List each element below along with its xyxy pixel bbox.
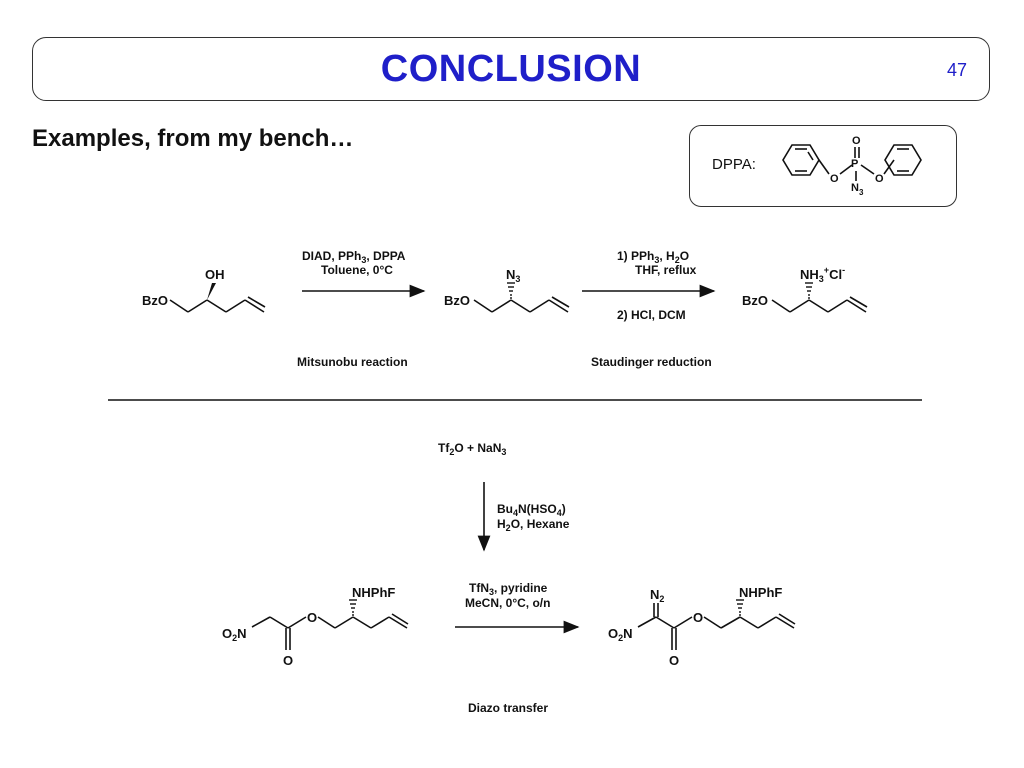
staudinger-conditions: THF, reflux: [635, 263, 697, 277]
diazo-reagents: TfN3, pyridine: [469, 581, 548, 597]
staudinger-step2: 2) HCl, DCM: [617, 308, 686, 322]
mol5-diazo: N2: [650, 587, 664, 604]
mol2-structure: BzO N3: [444, 267, 570, 313]
staudinger-step1: 1) PPh3, H2O: [617, 249, 689, 265]
mol3-structure: BzO NH3+Cl-: [742, 265, 868, 313]
mol5-carbonyl-O: O: [669, 653, 679, 668]
mol5-ester-O: O: [693, 610, 703, 625]
vstep-line2: H2O, Hexane: [497, 517, 570, 533]
mol5-structure: N2 O2N O O NHPhF: [608, 585, 796, 668]
vstep-line1: Bu4N(HSO4): [497, 502, 566, 518]
dppa-label: DPPA:: [712, 156, 756, 173]
slide-title: CONCLUSION: [380, 48, 642, 90]
mol1-BzO: BzO: [142, 293, 168, 308]
diazo-conditions: MeCN, 0°C, o/n: [465, 596, 550, 610]
triflyl-azide-reagents: Tf2O + NaN3: [438, 441, 506, 457]
diazo-caption: Diazo transfer: [468, 701, 548, 715]
dppa-atom-N: N: [851, 182, 859, 194]
mol4-structure: O2N O O NHPhF: [222, 585, 409, 668]
mol1-structure: BzO OH: [142, 267, 266, 313]
mol4-NHPhF: NHPhF: [352, 585, 395, 600]
mol3-BzO: BzO: [742, 293, 768, 308]
mol5-nitro: O2N: [608, 626, 633, 643]
mol2-BzO: BzO: [444, 293, 470, 308]
title-box: CONCLUSION 47: [32, 37, 990, 101]
dppa-atom-O-right: O: [875, 173, 884, 185]
dppa-box: DPPA: O P O O N 3: [689, 125, 957, 207]
staudinger-caption: Staudinger reduction: [591, 355, 712, 369]
mol5-NHPhF: NHPhF: [739, 585, 782, 600]
dppa-atom-O-double: O: [852, 135, 861, 147]
mol2-N3: N3: [506, 267, 520, 284]
dppa-structure: O P O O N 3: [782, 135, 922, 197]
slide-subtitle: Examples, from my bench…: [32, 125, 354, 152]
mitsunobu-reagents: DIAD, PPh3, DPPA: [302, 249, 406, 265]
mol3-ammonium: NH3+Cl-: [800, 265, 845, 284]
dppa-atom-O-left: O: [830, 173, 839, 185]
mol1-OH: OH: [205, 267, 225, 282]
mitsunobu-conditions: Toluene, 0°C: [321, 263, 393, 277]
mol4-ester-O: O: [307, 610, 317, 625]
mol4-nitro: O2N: [222, 626, 247, 643]
mol4-carbonyl-O: O: [283, 653, 293, 668]
mitsunobu-caption: Mitsunobu reaction: [297, 355, 408, 369]
page-number: 47: [946, 60, 967, 80]
dppa-atom-P: P: [851, 158, 858, 170]
dppa-atom-N-sub: 3: [859, 188, 864, 197]
